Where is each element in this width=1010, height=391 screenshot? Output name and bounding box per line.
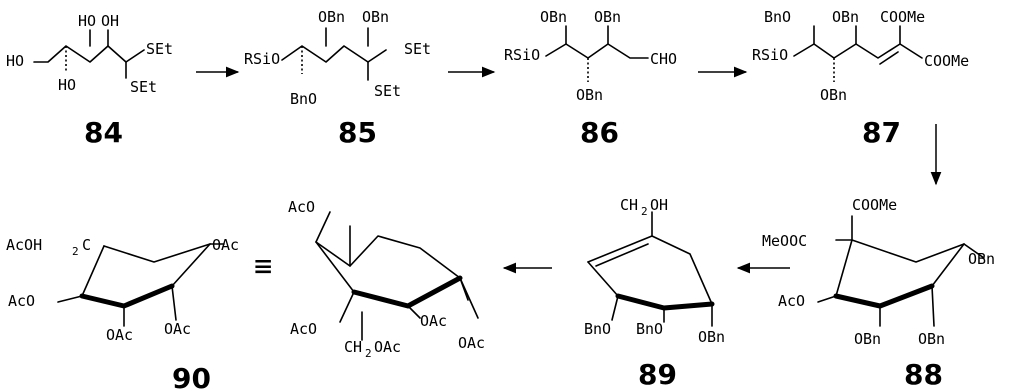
c90-label-oac-l1: OAc (212, 236, 239, 254)
c88-label-obn-2: OBn (918, 330, 945, 348)
c84-label-ho-left: HO (6, 52, 24, 70)
c88-label-coome: COOMe (852, 196, 897, 214)
compound-84: HO HO OH HO SEt SEt 84 (6, 12, 173, 149)
c86-label-obn-2: OBn (594, 8, 621, 26)
c89-number: 89 (638, 358, 677, 391)
c89-label-ch: CH (620, 196, 638, 214)
c90-label-acoh2: AcOH (6, 236, 42, 254)
c90-number: 90 (172, 362, 211, 391)
c84-label-set-1: SEt (146, 40, 173, 58)
c85-label-set-2: SEt (374, 82, 401, 100)
c87-label-obn-1: OBn (832, 8, 859, 26)
c88-number: 88 (904, 358, 943, 391)
equivalence-sign: ≡ (254, 249, 272, 284)
c89-label-oh: OH (650, 196, 668, 214)
c87-number: 87 (862, 116, 901, 149)
c88-label-obn-3: OBn (968, 250, 995, 268)
c88-label-obn-1: OBn (854, 330, 881, 348)
c84-label-set-2: SEt (130, 78, 157, 96)
c87-label-rsio: RSiO (752, 46, 788, 64)
c89-label-bno-1: BnO (584, 320, 611, 338)
c84-label-oh-top2: OH (101, 12, 119, 30)
c89-label-obn: OBn (698, 328, 725, 346)
compound-86: RSiO OBn OBn OBn CHO 86 (504, 8, 677, 149)
c90-label-oac-r1: OAc (374, 338, 401, 356)
c90-label-sub2-l: 2 (72, 245, 79, 258)
c84-number: 84 (84, 116, 123, 149)
compound-90-right: AcO AcO CH 2 OAc OAc OAc (288, 198, 485, 360)
c89-label-sub2: 2 (641, 205, 648, 218)
c85-label-bno: BnO (290, 90, 317, 108)
c90-label-aco-l: AcO (8, 292, 35, 310)
c90-label-oac-l3: OAc (164, 320, 191, 338)
compound-85: RSiO OBn OBn BnO SEt SEt 85 (244, 8, 431, 149)
c85-label-rsio: RSiO (244, 50, 280, 68)
c90-label-oac-l2: OAc (106, 326, 133, 344)
c85-number: 85 (338, 116, 377, 149)
c85-label-obn-2: OBn (362, 8, 389, 26)
compound-88: COOMe MeOOC AcO OBn OBn OBn 88 (762, 196, 995, 391)
c85-label-set-1: SEt (404, 40, 431, 58)
c87-label-coome-1: COOMe (880, 8, 925, 26)
compound-89: CH 2 OH BnO BnO OBn 89 (584, 196, 725, 391)
c89-label-bno-2: BnO (636, 320, 663, 338)
c86-label-cho: CHO (650, 50, 677, 68)
c87-label-bno: BnO (764, 8, 791, 26)
compound-90-left: AcOH 2 C AcO OAc OAc OAc 90 (6, 236, 239, 391)
c87-label-obn-2: OBn (820, 86, 847, 104)
c88-label-meooc: MeOOC (762, 232, 807, 250)
c88-label-aco: AcO (778, 292, 805, 310)
c90-label-c: C (82, 236, 91, 254)
c90-label-oac-r2: OAc (420, 312, 447, 330)
c90-label-sub2-r: 2 (365, 347, 372, 360)
c86-number: 86 (580, 116, 619, 149)
c86-label-obn-1: OBn (540, 8, 567, 26)
c90-label-ch2-r: CH (344, 338, 362, 356)
c86-label-rsio: RSiO (504, 46, 540, 64)
c84-label-ho-bottom: HO (58, 76, 76, 94)
c90-label-aco-bottom: AcO (290, 320, 317, 338)
c90-label-aco-top: AcO (288, 198, 315, 216)
compound-87: RSiO BnO OBn COOMe OBn COOMe 87 (752, 8, 969, 149)
c90-label-oac-r3: OAc (458, 334, 485, 352)
c86-label-obn-3: OBn (576, 86, 603, 104)
c87-label-coome-2: COOMe (924, 52, 969, 70)
c84-label-ho-top1: HO (78, 12, 96, 30)
c85-label-obn-1: OBn (318, 8, 345, 26)
